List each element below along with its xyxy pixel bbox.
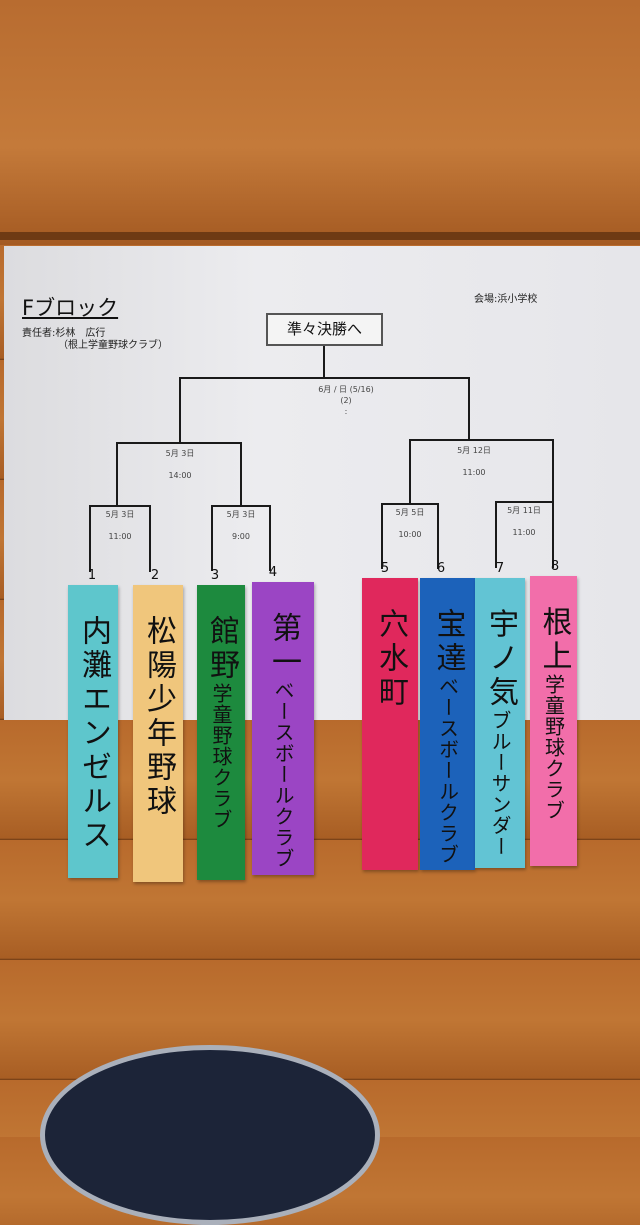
team-name: 館野学童野球クラブ bbox=[204, 615, 239, 830]
match-date: 5月 3日 bbox=[226, 510, 256, 519]
team-name-main: 第一 bbox=[266, 612, 301, 680]
quarterfinal-box: 準々決勝へ bbox=[266, 313, 383, 346]
bracket-line bbox=[468, 377, 470, 441]
bracket-line bbox=[552, 501, 554, 568]
responsible-name: 責任者:杉林 広行 bbox=[22, 328, 106, 339]
team-strip: 内灘エンゼルス bbox=[68, 585, 118, 878]
team-name-main: 内灘エンゼルス bbox=[76, 615, 111, 853]
match-date: 5月 3日 bbox=[165, 449, 195, 458]
responsible-person: 責任者:杉林 広行 （根上学童野球クラブ） bbox=[22, 328, 168, 352]
team-number: 6 bbox=[436, 561, 446, 576]
team-name-sub: 学童野球クラブ bbox=[209, 683, 233, 830]
team-number: 1 bbox=[87, 568, 97, 583]
team-name: 宝達ベースボールクラブ bbox=[430, 608, 466, 865]
team-name-main: 松陽少年野球 bbox=[141, 615, 176, 819]
bracket-line bbox=[323, 346, 325, 379]
bracket-line bbox=[116, 442, 242, 444]
bracket-line bbox=[179, 377, 470, 379]
match-time: 14:00 bbox=[168, 471, 192, 480]
final-match-info: 6月 / 日 (5/16) (2) : bbox=[306, 383, 386, 419]
team-name: 根上学童野球クラブ bbox=[536, 606, 572, 821]
bracket-line bbox=[211, 505, 213, 571]
team-name-sub: 学童野球クラブ bbox=[541, 674, 566, 821]
match-2-info: 5月 3日 9:00 bbox=[201, 508, 281, 544]
bracket-line bbox=[116, 442, 118, 506]
team-strip: 館野学童野球クラブ bbox=[197, 585, 245, 880]
team-strip: 根上学童野球クラブ bbox=[530, 576, 577, 866]
team-strip: 宝達ベースボールクラブ bbox=[420, 578, 475, 870]
team-number: 4 bbox=[268, 565, 278, 580]
team-number: 8 bbox=[550, 559, 560, 574]
chair bbox=[40, 1045, 380, 1225]
bracket-line bbox=[409, 439, 554, 441]
team-number: 7 bbox=[495, 561, 505, 576]
match-time: 10:00 bbox=[398, 530, 422, 539]
block-title: Fブロック bbox=[22, 296, 119, 320]
bracket-line bbox=[149, 505, 151, 572]
team-name: 穴水町 bbox=[373, 608, 408, 710]
match-date: 5月 5日 bbox=[395, 508, 425, 517]
match-time: 11:00 bbox=[108, 532, 132, 541]
match-time: : bbox=[344, 407, 348, 416]
match-time: 11:00 bbox=[462, 468, 486, 477]
match-date: 5月 12日 bbox=[457, 446, 491, 455]
bracket-line bbox=[495, 501, 497, 568]
bracket-line bbox=[495, 501, 554, 503]
semi-right-info: 5月 12日 11:00 bbox=[434, 444, 514, 480]
bracket-line bbox=[89, 505, 91, 572]
team-name: 松陽少年野球 bbox=[141, 615, 176, 819]
team-name-main: 根上 bbox=[536, 606, 572, 674]
bracket-line bbox=[381, 503, 383, 569]
bracket-line bbox=[552, 439, 554, 502]
team-name: 宇ノ気ブルーサンダー bbox=[483, 608, 518, 857]
match-4-info: 5月 11日 11:00 bbox=[484, 504, 564, 540]
team-name: 第一ベースボールクラブ bbox=[266, 612, 301, 869]
team-strip: 穴水町 bbox=[362, 578, 418, 870]
match-date: 6月 / 日 (5/16) bbox=[318, 385, 374, 394]
team-number: 2 bbox=[150, 568, 160, 583]
team-name-main: 館野 bbox=[204, 615, 239, 683]
team-name-main: 穴水町 bbox=[373, 608, 408, 710]
bracket-line bbox=[409, 439, 411, 503]
match-sub: (2) bbox=[340, 396, 352, 405]
team-name-sub: ベースボールクラブ bbox=[271, 680, 295, 869]
venue: 会場:浜小学校 bbox=[474, 294, 538, 305]
match-time: 9:00 bbox=[232, 532, 250, 541]
bracket-line bbox=[381, 503, 439, 505]
team-name-sub: ブルーサンダー bbox=[488, 710, 512, 857]
bracket-line bbox=[269, 505, 271, 571]
team-name-main: 宇ノ気 bbox=[483, 608, 518, 710]
bracket-line bbox=[89, 505, 151, 507]
team-strip: 宇ノ気ブルーサンダー bbox=[475, 578, 525, 868]
team-strip: 松陽少年野球 bbox=[133, 585, 183, 882]
bracket-line bbox=[179, 377, 181, 444]
match-3-info: 5月 5日 10:00 bbox=[370, 506, 450, 542]
wooden-wall bbox=[0, 0, 640, 245]
match-date: 5月 11日 bbox=[507, 506, 541, 515]
team-name-sub: ベースボールクラブ bbox=[435, 676, 460, 865]
bracket-line bbox=[211, 505, 271, 507]
semi-left-info: 5月 3日 14:00 bbox=[140, 447, 220, 483]
responsible-club: （根上学童野球クラブ） bbox=[58, 340, 168, 351]
plank-seam bbox=[0, 232, 640, 240]
team-number: 5 bbox=[380, 561, 390, 576]
bracket-line bbox=[437, 503, 439, 569]
match-time: 11:00 bbox=[512, 528, 536, 537]
team-name-main: 宝達 bbox=[430, 608, 466, 676]
team-name: 内灘エンゼルス bbox=[76, 615, 111, 853]
team-number: 3 bbox=[210, 568, 220, 583]
team-strip: 第一ベースボールクラブ bbox=[252, 582, 314, 875]
bracket-line bbox=[240, 442, 242, 506]
match-date: 5月 3日 bbox=[105, 510, 135, 519]
match-1-info: 5月 3日 11:00 bbox=[80, 508, 160, 544]
